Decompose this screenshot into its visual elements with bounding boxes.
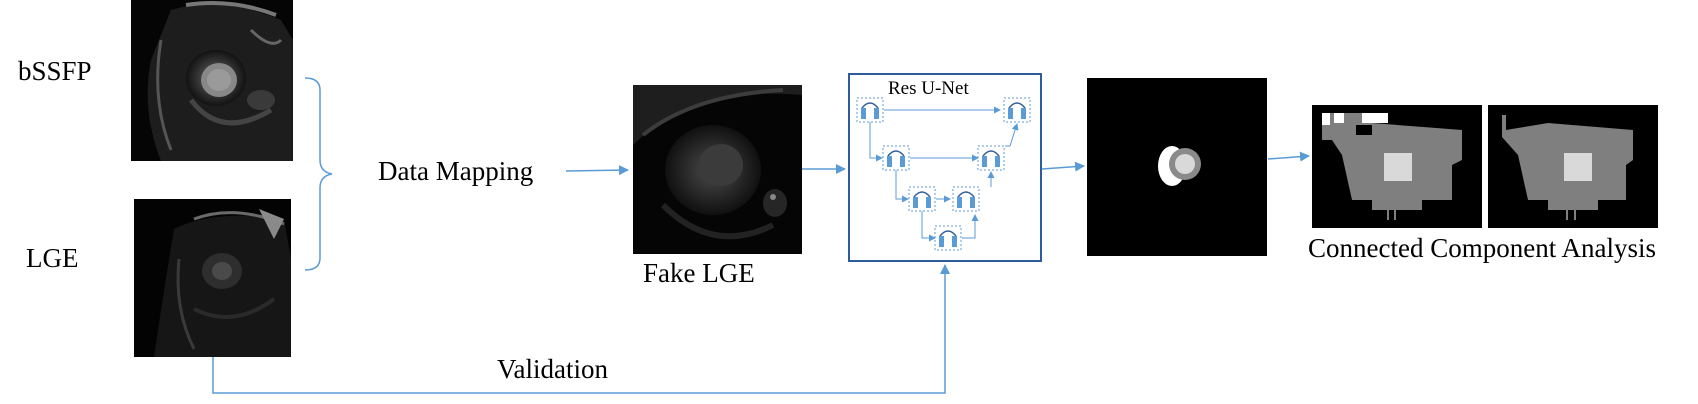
unet-connections [869,106,1019,242]
conv-residual-block-icon [952,186,980,212]
cca-before-image [1312,105,1482,228]
conv-residual-block-icon [1003,97,1031,123]
conv-residual-block-icon [882,145,910,171]
lge-image [134,199,291,357]
bssfp-image [131,0,293,161]
validation-label: Validation [497,354,608,384]
fake-lge-image [633,85,802,254]
conv-residual-block-icon [934,225,962,251]
res-unet-box [848,73,1042,262]
validation-path [212,264,950,394]
conv-residual-block-icon [977,145,1005,171]
cca-after-image [1488,105,1658,228]
segmentation-output-image [1087,78,1267,256]
data-mapping-label: Data Mapping [378,156,534,186]
cca-label: Connected Component Analysis [1308,233,1656,263]
arrow-seg-to-cca [1267,151,1310,162]
arrow-unet-to-seg [1041,161,1085,172]
lge-label: LGE [26,243,79,273]
fake-lge-label: Fake LGE [643,258,755,288]
conv-residual-block-icon [856,97,884,123]
arrow-mapping-to-fake [565,165,629,176]
input-brace [304,77,333,271]
res-unet-label: Res U-Net [888,78,969,99]
conv-residual-block-icon [908,186,936,212]
bssfp-label: bSSFP [18,56,92,86]
unet-blocks [856,97,1031,251]
